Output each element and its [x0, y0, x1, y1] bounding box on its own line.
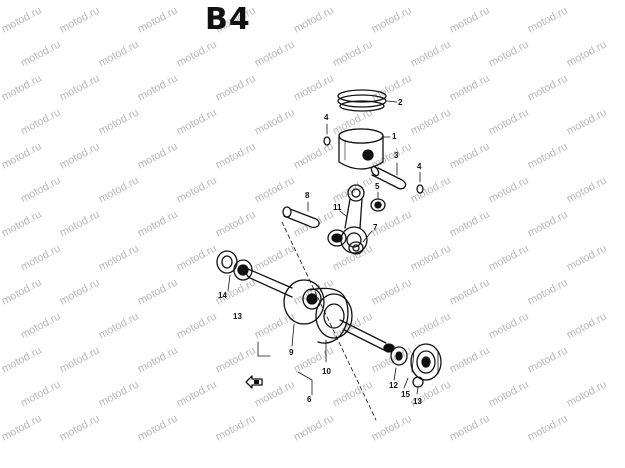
thrust-washer	[348, 230, 373, 255]
part-label-4b: 4	[417, 162, 422, 171]
right-seal	[390, 346, 408, 381]
alignment-line	[281, 221, 377, 421]
circlip-left	[323, 123, 331, 146]
part-label-2: 2	[398, 98, 403, 107]
part-label-1: 1	[392, 132, 397, 141]
front-arrow-icon	[245, 375, 263, 389]
part-label-5: 5	[375, 182, 380, 191]
piston-pin	[370, 162, 407, 190]
small-end-bearing	[370, 191, 386, 212]
part-label-3: 3	[394, 151, 399, 160]
piston-rings	[337, 89, 398, 112]
diagram-title: B4	[205, 2, 251, 37]
part-label-8: 8	[305, 191, 310, 200]
part-label-9: 9	[289, 348, 294, 357]
part-label-4: 4	[324, 113, 329, 122]
part-label-15: 15	[401, 390, 410, 399]
part-label-10: 10	[322, 367, 331, 376]
crank-pin	[282, 201, 320, 229]
assembly-bracket	[257, 341, 313, 396]
part-label-6: 6	[307, 395, 312, 404]
part-label-13: 13	[233, 312, 242, 321]
connecting-rod	[339, 184, 368, 254]
big-end-bearing	[327, 229, 347, 247]
part-label-14: 14	[218, 291, 227, 300]
right-bearing	[403, 343, 442, 389]
right-washer	[412, 376, 424, 395]
part-label-13b: 13	[413, 397, 422, 406]
part-label-12: 12	[389, 381, 398, 390]
circlip-right	[416, 171, 424, 194]
crankshaft	[245, 268, 389, 363]
part-label-7: 7	[373, 223, 378, 232]
piston	[338, 128, 391, 170]
right-key	[383, 343, 395, 353]
part-label-11: 11	[333, 203, 342, 212]
